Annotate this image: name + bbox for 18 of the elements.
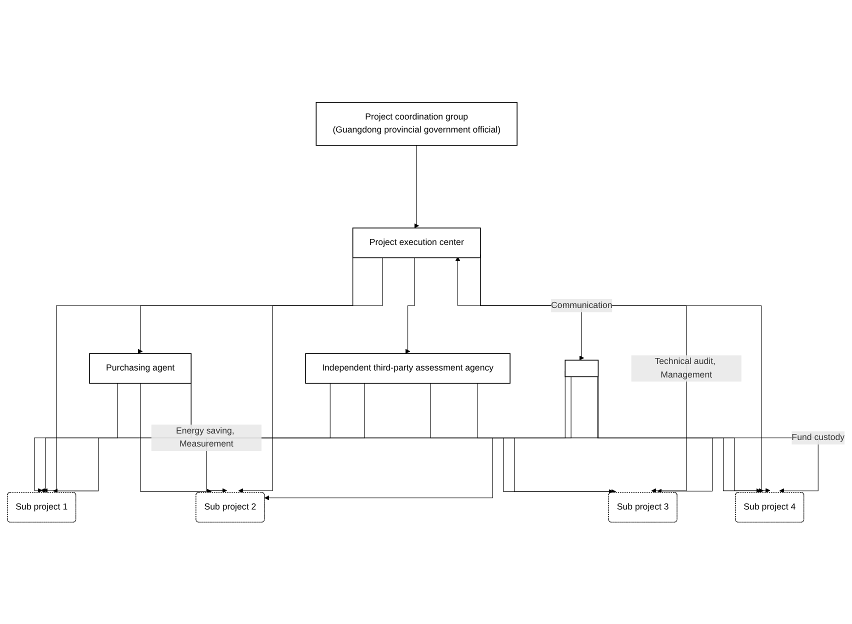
- arrow: [478, 382, 764, 493]
- edge-label: Communication: [551, 300, 612, 310]
- node-box: Independent third-party assessment agency: [305, 352, 510, 384]
- edge-label: Energy saving, Measurement: [176, 426, 234, 449]
- edge-label: Fund custody: [792, 432, 845, 442]
- node-box: Purchasing agent: [89, 352, 192, 384]
- node-box: Project execution center: [352, 227, 481, 258]
- arrow: [140, 382, 212, 494]
- node-box: Project coordination group (Guangdong provincial government official): [316, 102, 518, 146]
- arrow: [34, 382, 118, 493]
- arrow: [264, 376, 572, 500]
- node-box: [564, 360, 599, 377]
- edge-label: Technical audit, Management: [654, 356, 716, 380]
- arrow: [596, 376, 713, 494]
- arrow: [405, 257, 415, 354]
- arrow: [430, 382, 616, 494]
- arrow: [238, 257, 383, 493]
- arrow: [414, 144, 420, 228]
